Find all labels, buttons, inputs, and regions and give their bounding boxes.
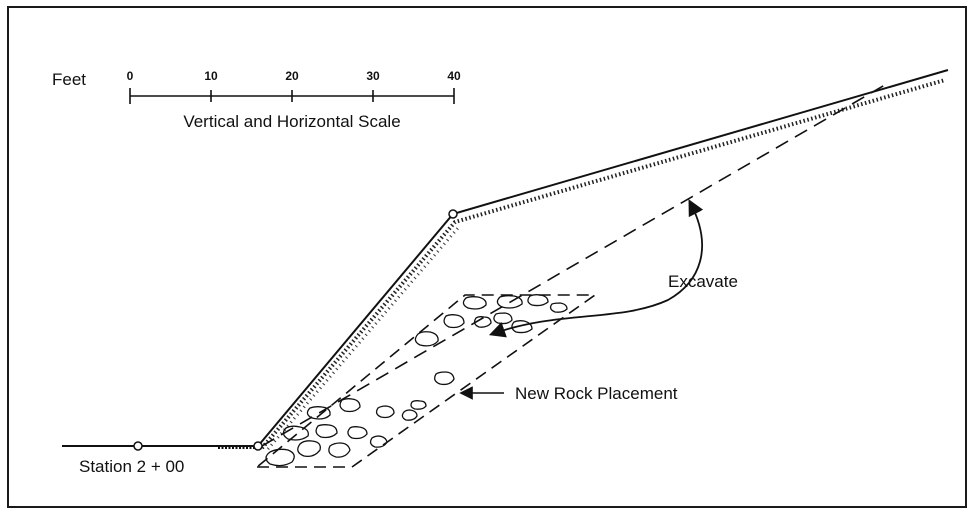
rock xyxy=(401,409,418,421)
rock xyxy=(443,314,465,329)
scale-caption: Vertical and Horizontal Scale xyxy=(183,112,400,131)
excavate-arrow xyxy=(488,199,704,338)
rock xyxy=(493,312,513,325)
rock xyxy=(347,426,368,440)
slope-face-texture xyxy=(266,227,460,450)
scale-tick-label: 0 xyxy=(127,69,134,83)
rock xyxy=(339,398,361,413)
rock xyxy=(369,435,388,448)
ground-hatching-texture xyxy=(260,78,946,450)
rock xyxy=(306,406,331,420)
rock xyxy=(265,448,295,467)
rock-placement-label: New Rock Placement xyxy=(515,384,678,403)
scale-tick-label: 40 xyxy=(447,69,461,83)
excavate-arrow-curve xyxy=(488,199,704,338)
station-label: Station 2 + 00 xyxy=(79,457,184,476)
scale-tick-label: 10 xyxy=(204,69,218,83)
slope-toe-marker xyxy=(253,441,263,451)
scale-tick-label: 20 xyxy=(285,69,299,83)
rock xyxy=(462,296,487,310)
rock xyxy=(527,294,549,307)
rock xyxy=(375,405,395,419)
rock xyxy=(315,424,338,439)
rock xyxy=(549,302,568,313)
rock xyxy=(410,400,427,410)
slope-crest-marker xyxy=(448,209,458,219)
ground-profile xyxy=(62,69,949,451)
rock xyxy=(414,331,439,347)
scale-bar: Feet 0 10 20 30 40 Vertical and Horizont… xyxy=(52,69,461,131)
rock xyxy=(297,440,321,458)
ground-surface-line xyxy=(62,69,949,447)
scale-unit-label: Feet xyxy=(52,70,86,89)
excavate-label: Excavate xyxy=(668,272,738,291)
rock xyxy=(328,442,351,458)
figure-frame xyxy=(7,6,967,508)
rock xyxy=(434,371,455,386)
rock-zone-outline xyxy=(254,294,598,468)
scale-tick-label: 30 xyxy=(366,69,380,83)
rock xyxy=(282,425,309,441)
station-marker xyxy=(133,441,143,451)
